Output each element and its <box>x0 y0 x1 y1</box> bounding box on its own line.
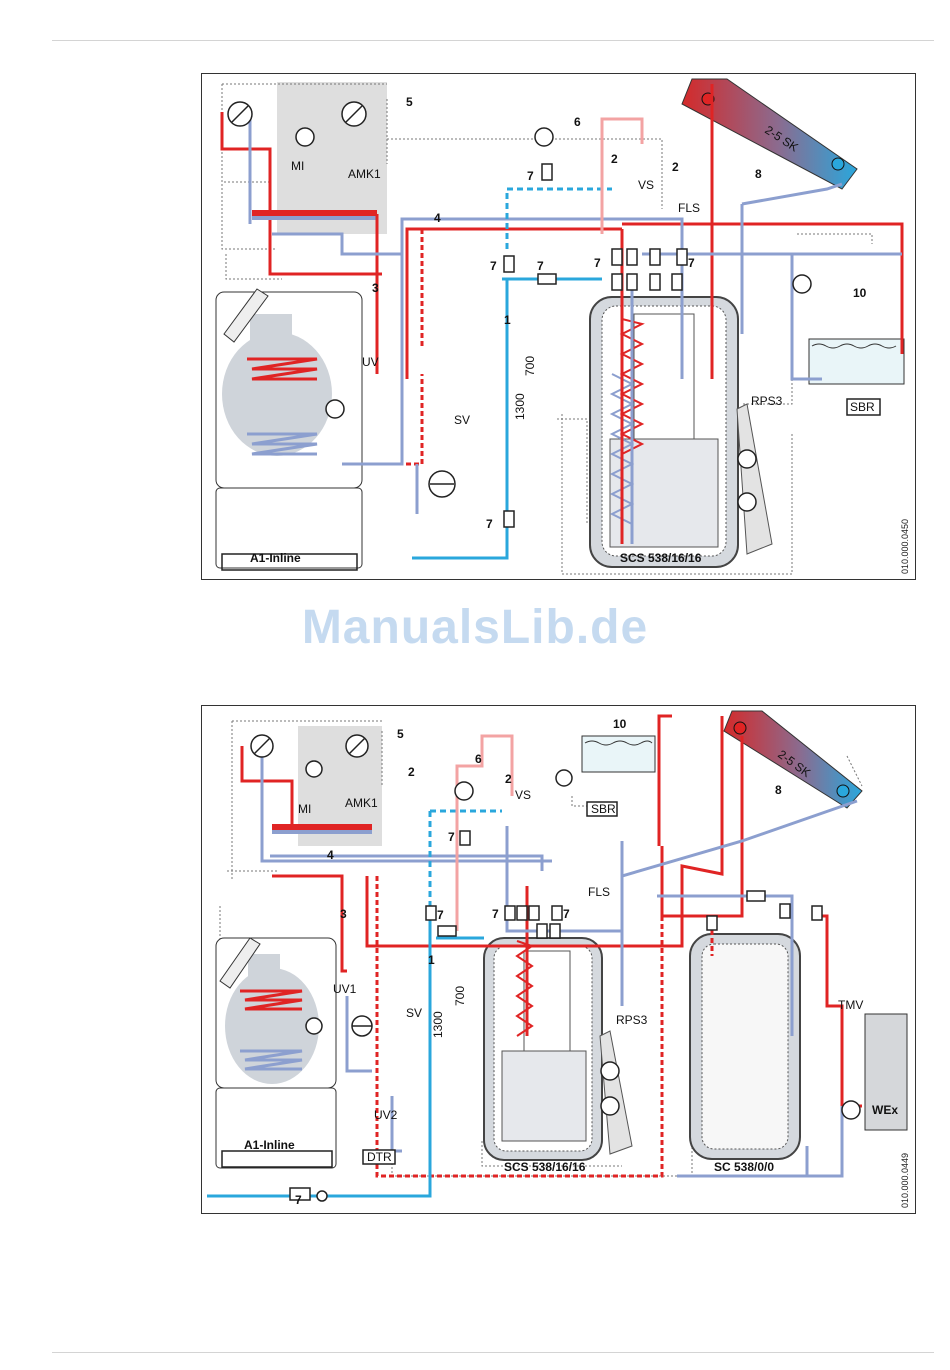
d1-label-1: 1 <box>504 313 511 327</box>
tank-sc-2 <box>690 934 800 1159</box>
d2-label-fls: FLS <box>588 885 610 899</box>
d1-label-5: 5 <box>406 95 413 109</box>
d1-label-4: 4 <box>434 211 441 225</box>
d1-label-vs: VS <box>638 178 654 192</box>
d2-label-7c: 7 <box>492 907 499 921</box>
station-rps3-2 <box>600 1031 632 1154</box>
d2-label-boiler: A1-Inline <box>244 1138 295 1152</box>
d2-label-uv2: UV2 <box>374 1108 398 1122</box>
tank-scs <box>590 297 738 567</box>
d2-label-5: 5 <box>397 727 404 741</box>
d2-label-vs: VS <box>515 788 531 802</box>
d2-label-wex: WEx <box>872 1103 898 1117</box>
d2-label-6: 6 <box>475 752 482 766</box>
d1-label-7c: 7 <box>537 259 544 273</box>
d1-dim-700: 700 <box>523 356 537 376</box>
d1-label-tank: SCS 538/16/16 <box>620 551 702 565</box>
d2-label-tank2: SC 538/0/0 <box>714 1160 774 1174</box>
pool-2 <box>582 736 655 772</box>
d2-label-7a: 7 <box>448 830 455 844</box>
d1-label-10: 10 <box>853 286 867 300</box>
d2-label-4: 4 <box>327 848 334 862</box>
d1-label-3: 3 <box>372 281 379 295</box>
d1-label-8: 8 <box>755 167 762 181</box>
d2-label-sv: SV <box>406 1006 422 1020</box>
d2-dim-1300: 1300 <box>431 1011 445 1038</box>
d1-drawing-number: 010.000.0450 <box>900 519 910 574</box>
d1-label-sbr: SBR <box>850 400 875 414</box>
boiler-a1-inline-2 <box>216 938 336 1168</box>
d1-label-mi: MI <box>291 159 304 173</box>
d2-label-7b: 7 <box>437 908 444 922</box>
d1-label-7b: 7 <box>490 259 497 273</box>
d2-label-tank1: SCS 538/16/16 <box>504 1160 586 1174</box>
d1-label-7e: 7 <box>688 256 695 270</box>
diagram-1-schematic: 1 2 2 3 4 5 6 7 7 7 7 7 7 8 10 700 1300 … <box>202 74 915 579</box>
d1-label-6: 6 <box>574 115 581 129</box>
d2-label-uv1: UV1 <box>333 982 357 996</box>
d1-dim-1300: 1300 <box>513 393 527 420</box>
diagram-1: 1 2 2 3 4 5 6 7 7 7 7 7 7 8 10 700 1300 … <box>201 73 916 580</box>
d2-label-10: 10 <box>613 717 627 731</box>
d1-label-7d: 7 <box>594 256 601 270</box>
d1-label-2a: 2 <box>611 152 618 166</box>
d2-label-3: 3 <box>340 907 347 921</box>
d2-dim-700: 700 <box>453 986 467 1006</box>
boiler-a1-inline <box>216 289 362 568</box>
d2-label-mi: MI <box>298 802 311 816</box>
pool <box>809 339 904 384</box>
diagram-2-schematic: 1 2 2 3 4 5 6 7 7 7 7 7 8 10 700 1300 VS… <box>202 706 915 1213</box>
top-rule <box>52 40 934 41</box>
d2-label-amk1: AMK1 <box>345 796 378 810</box>
d2-label-7e: 7 <box>295 1193 302 1207</box>
d2-drawing-number: 010.000.0449 <box>900 1153 910 1208</box>
d1-label-7a: 7 <box>527 169 534 183</box>
diagram-2: 1 2 2 3 4 5 6 7 7 7 7 7 8 10 700 1300 VS… <box>201 705 916 1214</box>
d2-label-sbr: SBR <box>591 802 616 816</box>
d2-label-8: 8 <box>775 783 782 797</box>
d1-label-fls: FLS <box>678 201 700 215</box>
d2-label-1: 1 <box>428 953 435 967</box>
d2-label-7d: 7 <box>563 907 570 921</box>
d1-label-2b: 2 <box>672 160 679 174</box>
d2-label-tmv: TMV <box>838 998 863 1012</box>
d1-label-amk1: AMK1 <box>348 167 381 181</box>
d1-label-7f: 7 <box>486 517 493 531</box>
d1-label-boiler: A1-Inline <box>250 551 301 565</box>
watermark: ManualsLib.de <box>0 600 950 655</box>
d1-label-rps3: RPS3 <box>751 394 783 408</box>
bottom-rule <box>52 1352 934 1353</box>
tank-scs-2 <box>484 938 602 1160</box>
d1-label-sv: SV <box>454 413 470 427</box>
station-rps3 <box>737 404 772 554</box>
d1-label-uv: UV <box>362 355 379 369</box>
d2-label-rps3: RPS3 <box>616 1013 648 1027</box>
d2-label-2a: 2 <box>408 765 415 779</box>
d2-label-2b: 2 <box>505 772 512 786</box>
d2-label-dtr: DTR <box>367 1150 392 1164</box>
